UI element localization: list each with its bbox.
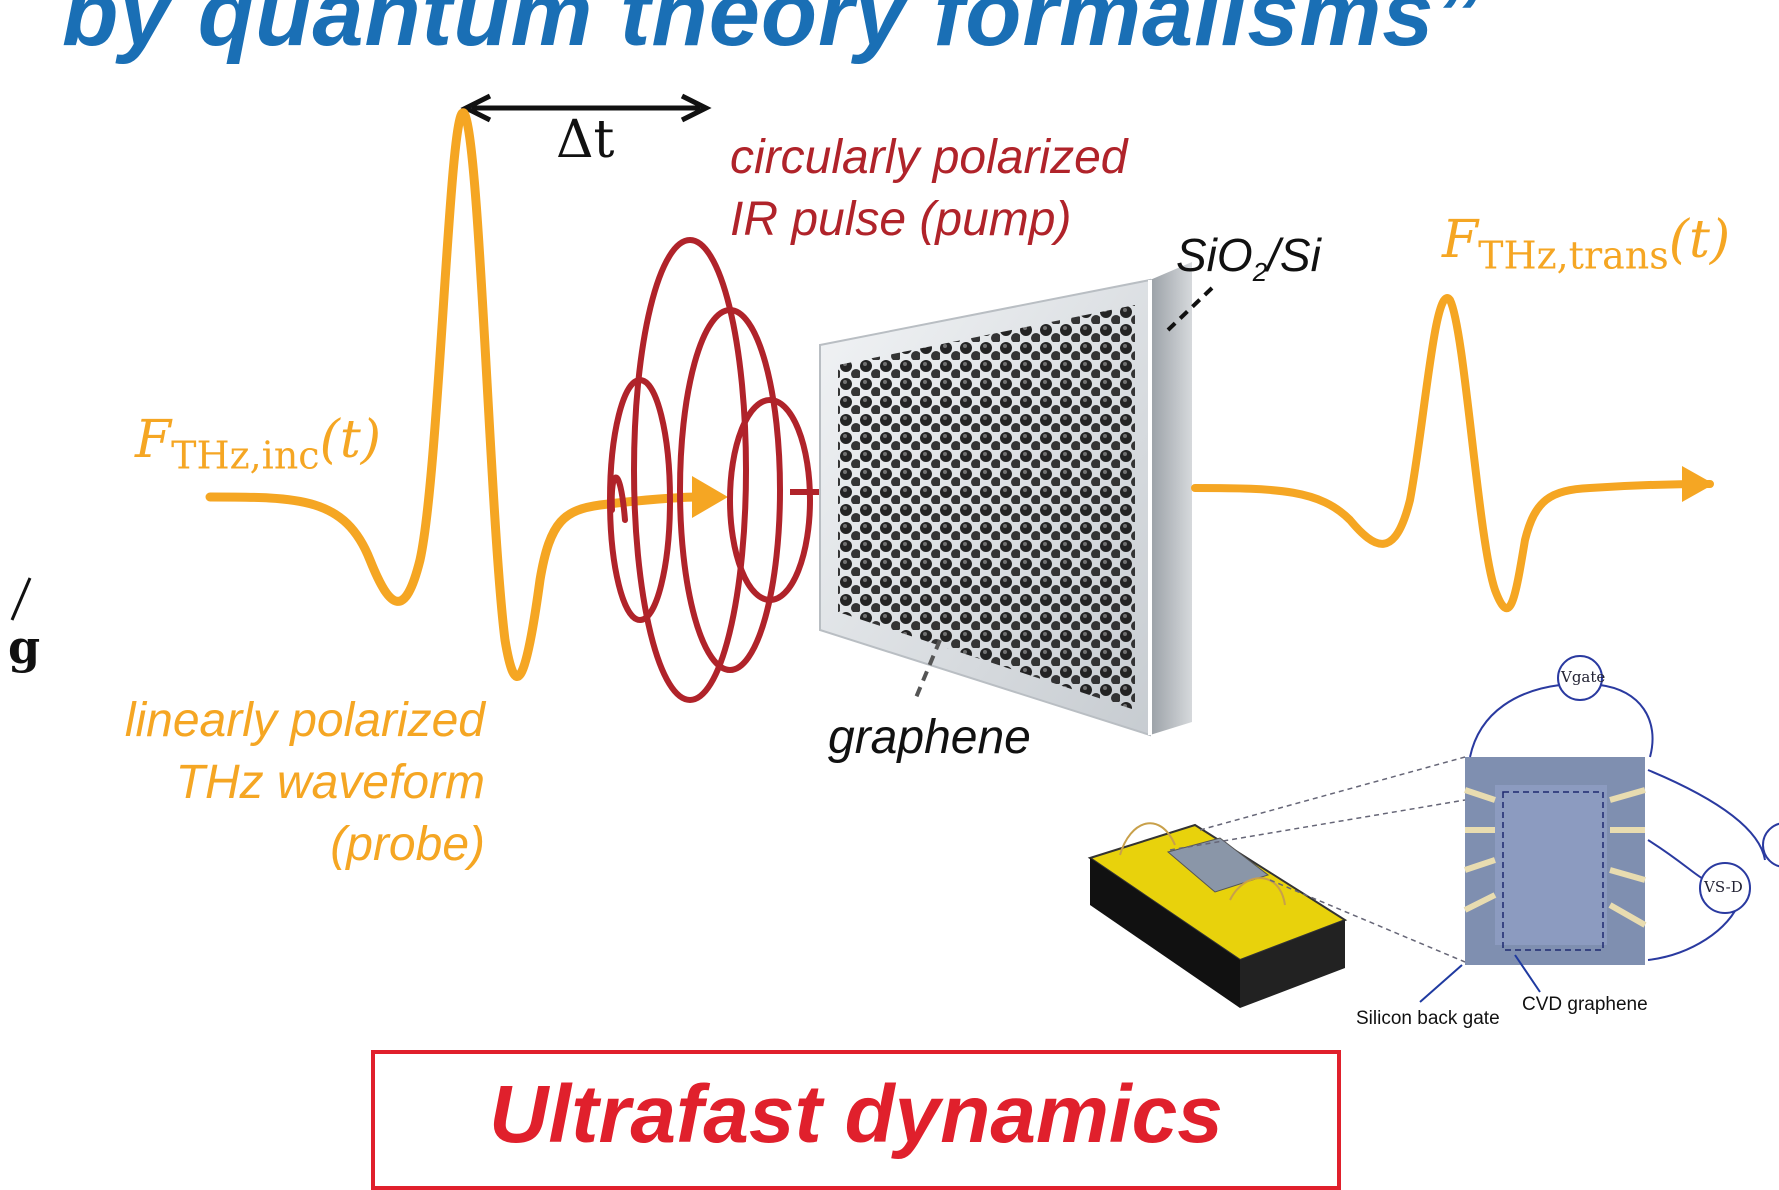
graphene-sample (819, 262, 1192, 737)
v-sd-meter (1699, 862, 1751, 914)
ultrafast-dynamics-box: Ultrafast dynamics (371, 1050, 1341, 1190)
v-sd-label: VS-D (1704, 878, 1743, 896)
graphene-leader (913, 639, 942, 701)
substrate-sub: 2 (1252, 257, 1268, 288)
incident-field-label: FTHz,inc(t) (135, 410, 381, 477)
device-leaders (1419, 954, 1541, 1003)
probe-label-line2: THz waveform (175, 756, 485, 809)
transmitted-field-symbol: F (1442, 210, 1479, 270)
incident-field-symbol: F (135, 410, 172, 470)
v-gate-meter (1557, 655, 1603, 701)
incident-field-sub: THz,inc (171, 433, 320, 478)
incident-arrow-head (692, 476, 728, 518)
transmitted-field-sub: THz,trans (1478, 233, 1669, 278)
delta-t-label: Δt (556, 110, 615, 170)
incident-field-arg: (t) (319, 410, 382, 470)
incident-thz-waveform (205, 108, 705, 681)
substrate-main: SiO (1176, 229, 1253, 281)
pump-spiral (607, 237, 813, 703)
diagram-graphics (10, 93, 1779, 1008)
projection-lines (1169, 756, 1466, 963)
device-micrograph (1463, 757, 1647, 965)
transmitted-thz-waveform (1191, 294, 1714, 613)
probe-label-line1: linearly polarized (124, 694, 485, 747)
delta-t-arrow (460, 93, 712, 123)
silicon-back-gate-label: Silicon back gate (1356, 1008, 1500, 1029)
ultrafast-dynamics-text: Ultrafast dynamics (489, 1069, 1223, 1160)
device-chip (1087, 822, 1348, 1008)
transmitted-arrow-head (1682, 466, 1714, 502)
cvd-graphene-label: CVD graphene (1522, 994, 1648, 1015)
probe-label-line3: (probe) (330, 818, 485, 871)
graphene-label: graphene (828, 711, 1031, 764)
pump-label-line1: circularly polarized (730, 131, 1128, 184)
substrate-rest: /Si (1267, 229, 1321, 281)
pump-label-line2: IR pulse (pump) (730, 193, 1072, 246)
cutoff-g-label: g (8, 620, 41, 674)
substrate-label: SiO2/Si (1176, 228, 1321, 288)
cutoff-slash (10, 577, 32, 621)
slide-title: by quantum theory formalisms” (62, 0, 1482, 65)
v-gate-label: Vgate (1561, 668, 1606, 686)
transmitted-field-label: FTHz,trans(t) (1442, 210, 1730, 277)
transmitted-field-arg: (t) (1668, 210, 1731, 270)
extra-meter (1762, 822, 1779, 868)
